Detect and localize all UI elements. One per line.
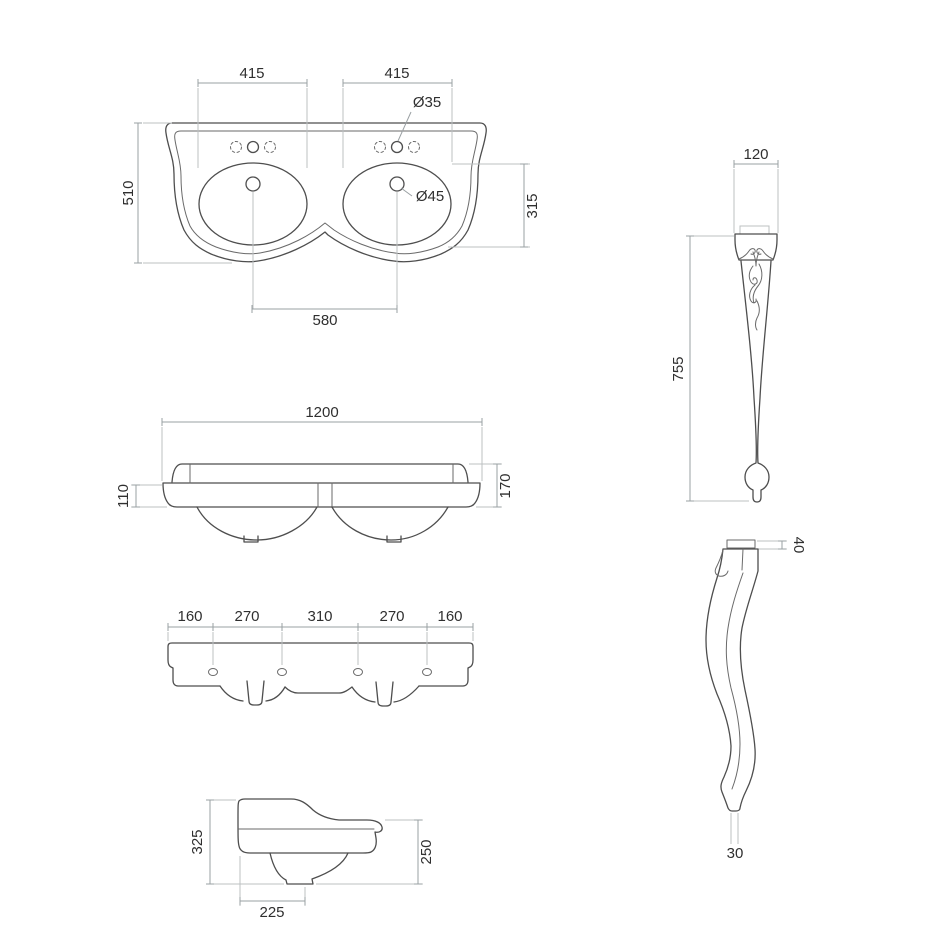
front-right-drain-stub [386, 535, 402, 543]
dim-label-120: 120 [743, 146, 768, 163]
leg-cap-plate [726, 539, 756, 549]
leg-tenon [739, 225, 770, 235]
dim-label-160-right: 160 [437, 608, 462, 625]
dim-label-170: 170 [497, 473, 514, 498]
back-view-basin: 160 270 310 270 160 [167, 608, 474, 707]
dim-label-225: 225 [259, 904, 284, 921]
back-left-bowl-arc [219, 685, 286, 702]
mount-hole [353, 668, 363, 676]
back-center-strip [284, 686, 353, 694]
mount-hole [208, 668, 218, 676]
dim-label-drain-dia: Ø45 [416, 188, 444, 205]
dim-label-325: 325 [189, 829, 206, 854]
dim-label-270-right: 270 [379, 608, 404, 625]
right-faucet-hole [390, 140, 404, 154]
dim-label-510: 510 [120, 180, 137, 205]
leg-capital [734, 233, 778, 261]
dim-label-310: 310 [307, 608, 332, 625]
right-faucet-hole-optional-left [374, 141, 386, 153]
basin-inner-outline [174, 130, 478, 255]
back-right-drain-trap [375, 681, 394, 707]
dim-label-315: 315 [524, 193, 541, 218]
front-rim [171, 463, 469, 483]
front-view-basin: 1200 110 170 [115, 404, 514, 543]
leg-front-view: 120 755 [670, 146, 779, 503]
right-drain-hole [389, 176, 405, 192]
leg-shaft-and-foot [740, 260, 772, 503]
dim-label-110: 110 [115, 484, 132, 508]
back-right-bowl-arc [351, 685, 420, 703]
left-faucet-hole [246, 140, 260, 154]
leg-side-block-scroll [714, 548, 744, 577]
side-view-basin: 325 250 225 [189, 798, 435, 921]
leg-vine-ornament [748, 263, 763, 331]
dim-label-755: 755 [670, 356, 687, 381]
leg-side-view: 40 30 [705, 537, 807, 862]
dim-label-160-left: 160 [177, 608, 202, 625]
dim-label-415-right: 415 [384, 65, 409, 82]
dim-label-1200: 1200 [305, 404, 338, 421]
dim-label-415-left: 415 [239, 65, 264, 82]
leader-line [397, 111, 412, 142]
side-bowl [269, 852, 349, 885]
front-left-drain-stub [243, 535, 259, 543]
leader-line [400, 187, 413, 197]
basin-outer-outline [165, 122, 487, 263]
back-body-outline [167, 642, 474, 687]
left-faucet-hole-optional-right [264, 141, 276, 153]
back-left-drain-trap [246, 680, 265, 706]
top-view-basin: 415 415 Ø35 Ø45 510 315 580 [120, 65, 541, 329]
left-drain-hole [245, 176, 261, 192]
left-faucet-hole-optional-left [230, 141, 242, 153]
mount-hole [277, 668, 287, 676]
dim-label-40: 40 [790, 537, 807, 554]
dim-label-270-left: 270 [234, 608, 259, 625]
dim-label-30: 30 [727, 845, 744, 862]
front-left-bowl [196, 506, 318, 541]
leg-capital-scroll [738, 248, 774, 267]
dim-label-faucet-dia: Ø35 [413, 94, 441, 111]
right-faucet-hole-optional-right [408, 141, 420, 153]
front-right-bowl [331, 506, 449, 541]
leg-side-inner-contour [725, 572, 744, 790]
front-band [162, 482, 481, 508]
mount-hole [422, 668, 432, 676]
leg-side-outline [705, 548, 759, 812]
dim-label-250: 250 [418, 839, 435, 864]
side-body-outline [237, 798, 383, 854]
dim-label-580: 580 [312, 312, 337, 329]
